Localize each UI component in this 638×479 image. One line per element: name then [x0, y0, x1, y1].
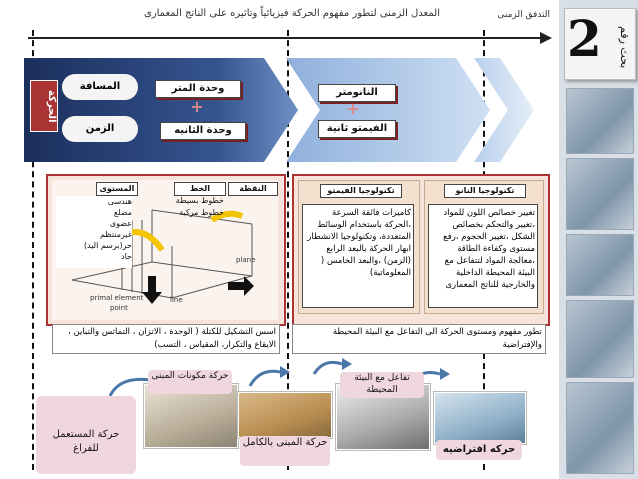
time-pill: الزمن — [62, 116, 138, 142]
formation-footer: اسس التشكيل للكتلة ( الوحدة ، الاتزان ، … — [52, 324, 280, 354]
unit-second: وحدة الثانيه — [160, 122, 246, 140]
side-photo-3 — [566, 234, 634, 296]
side-photo-2 — [566, 158, 634, 230]
sketch-drawing — [71, 209, 254, 304]
level-label: المستوى — [96, 182, 138, 196]
user-motion-label: حركة المستعمل للفراغ — [52, 429, 120, 454]
point-en-label: point — [110, 304, 128, 312]
component-motion-label: حركة مكونات المبنى — [148, 370, 232, 394]
femto-tech-title: تكنولوجيا الفيمتو — [320, 184, 402, 198]
distance-pill: المسافة — [62, 74, 138, 100]
line-en-label: line — [170, 296, 183, 304]
unit-meter: وحدة المتر — [155, 80, 241, 98]
research-label: بحث رقم — [618, 25, 631, 69]
virtual-motion-photo — [434, 392, 526, 444]
time-marker-1 — [32, 30, 34, 470]
level-list: هندسى مضلع عضوى غيرمنتظم حر(برسم اليد) ح… — [56, 196, 132, 268]
environment-interaction-label: تفاعل مع البيئة المحيطة — [340, 372, 424, 398]
side-photo-4 — [566, 300, 634, 378]
plane-label-right: plane — [236, 256, 256, 264]
nanometer-box: النانومتر — [318, 84, 396, 102]
line-label: الخط — [174, 182, 226, 196]
femtosecond-box: الفيمتو ثانية — [318, 120, 396, 138]
side-photo-5 — [566, 382, 634, 474]
virtual-motion-label: حركه افتراضيه — [436, 440, 522, 460]
timeline-arrow-icon — [540, 32, 552, 44]
nano-tech-title: تكنولوجيا النانو — [444, 184, 526, 198]
time-flow-label: التدفق الزمنى — [497, 10, 550, 20]
evolution-arrows — [24, 58, 534, 162]
arrow-stage-2 — [286, 58, 490, 162]
plus-icon-1: + — [190, 97, 204, 116]
tech-footer: تطور مفهوم ومستوى الحركة الى التفاعل مع … — [292, 324, 546, 354]
femto-tech-text: كاميرات فائقة السرعة ،الحركة باستخدام ال… — [302, 204, 414, 308]
building-motion-photo — [238, 392, 332, 438]
motion-vertical-label: الحركة — [30, 80, 58, 132]
point-label: النقطة — [228, 182, 278, 196]
user-motion-card — [36, 396, 136, 474]
research-badge: 2 بحث رقم — [564, 8, 636, 80]
component-motion-photo — [144, 384, 238, 448]
arrow-stage-3 — [474, 58, 534, 162]
research-number: 2 — [567, 9, 602, 68]
nano-tech-text: تغيير خصائص اللون للمواد ،تغيير والتحكم … — [428, 204, 538, 308]
primal-element-label: primal element — [90, 294, 144, 302]
plus-icon-2: + — [346, 99, 360, 118]
timeline-line — [28, 37, 544, 39]
time-marker-2 — [287, 30, 289, 470]
side-photo-1 — [566, 88, 634, 154]
arrow-stage-1 — [24, 58, 298, 162]
building-motion-label: حركة المبنى بالكامل — [240, 436, 330, 466]
line-description: خطوط بسيطة خطوط مركبة — [175, 196, 224, 217]
diagram-title: المعدل الزمنى لتطور مفهوم الحركة فيزيائي… — [143, 8, 440, 19]
